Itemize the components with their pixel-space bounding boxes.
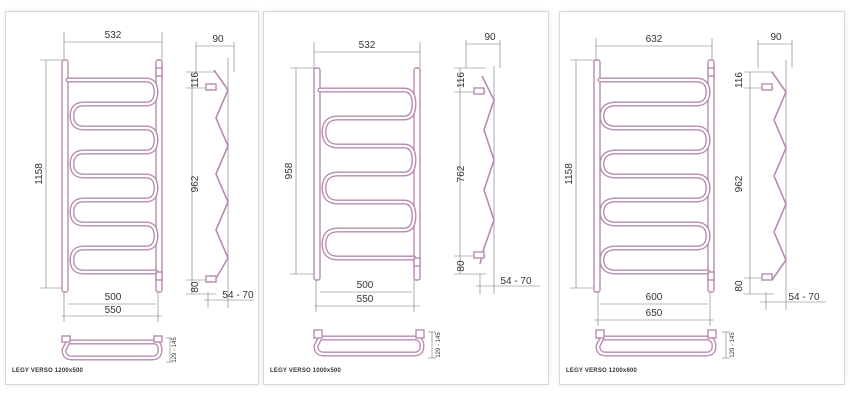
dim-top-offset: 116 (456, 72, 467, 88)
drawing-panel-2: 532 958 500 550 90 116 762 80 (264, 12, 548, 384)
dim-plan-depth: 129 - 145 (436, 332, 442, 358)
dim-wall-gap: 54 - 70 (788, 292, 820, 303)
dim-depth: 90 (770, 32, 782, 43)
drawing-panel-1: 532 1158 500 550 90 116 (6, 12, 258, 384)
dim-outer-width: 550 (105, 305, 122, 316)
dim-inner-width: 500 (105, 292, 122, 303)
dim-inner-width: 600 (646, 292, 663, 303)
dim-top-offset: 116 (734, 72, 745, 88)
drawing-panel-3: 632 1158 600 650 90 116 962 80 (560, 12, 844, 384)
dim-inner-width: 500 (357, 280, 374, 291)
drawing-3: 632 1158 600 650 90 116 962 80 (564, 32, 826, 359)
dim-axis-distance: 962 (190, 175, 201, 192)
dim-depth: 90 (484, 32, 496, 43)
model-caption: LEGY VERSO 1200x500 (12, 368, 84, 374)
dim-outer-width: 650 (646, 308, 663, 319)
dim-wall-gap: 54 - 70 (222, 290, 254, 301)
dim-top-width: 532 (105, 30, 122, 41)
dim-plan-depth: 129 - 145 (730, 332, 736, 358)
dim-bottom-offset: 80 (456, 260, 467, 272)
dim-top-width: 532 (359, 40, 376, 51)
dim-wall-gap: 54 - 70 (500, 276, 532, 287)
dim-axis-distance: 762 (456, 165, 467, 182)
dim-axis-distance: 962 (734, 175, 745, 192)
model-caption: LEGY VERSO 1200x600 (566, 368, 638, 374)
dim-outer-width: 550 (357, 294, 374, 305)
dim-height: 1158 (34, 163, 45, 185)
dim-bottom-offset: 80 (734, 280, 745, 292)
drawing-2: 532 958 500 550 90 116 762 80 (284, 32, 540, 359)
dim-bottom-offset: 80 (190, 281, 201, 293)
drawing-1: 532 1158 500 550 90 116 (34, 30, 254, 363)
dim-depth: 90 (212, 34, 224, 45)
dim-top-width: 632 (646, 34, 663, 45)
dim-height: 1158 (564, 163, 575, 185)
dim-top-offset: 116 (190, 72, 201, 88)
dim-height: 958 (284, 162, 295, 179)
dim-plan-depth: 129 - 145 (172, 337, 178, 363)
model-caption: LEGY VERSO 1000x500 (270, 368, 342, 374)
